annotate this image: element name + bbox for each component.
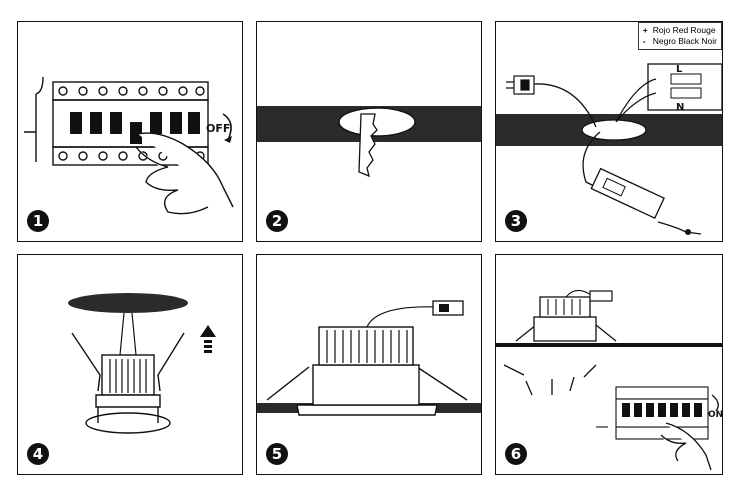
step-number-badge: 6 [505, 443, 527, 465]
cut-hole-illustration [257, 106, 481, 178]
step-3-panel: +Rojo Red Rouge -Negro Black Noir L N 3 [495, 21, 723, 242]
off-label: OFF [206, 122, 230, 135]
step-number-badge: 2 [266, 210, 288, 232]
up-arrow-icon [200, 325, 216, 353]
step-6-panel: ON 6 [495, 254, 723, 475]
ceiling-hole [338, 107, 416, 137]
legend-positive: +Rojo Red Rouge [642, 25, 716, 35]
spring-clip-illustration [68, 293, 216, 434]
downlight-trim [85, 412, 171, 434]
step-number-badge: 3 [505, 210, 527, 232]
step-number-badge: 4 [27, 443, 49, 465]
spring-clips [71, 332, 185, 392]
breaker-off-illustration: OFF [24, 76, 234, 215]
breaker-panel-on [596, 386, 709, 440]
power-on-illustration: ON [496, 289, 723, 471]
wiring-illustration: L N [496, 63, 722, 235]
legend-negative: -Negro Black Noir [642, 36, 717, 46]
step-4-panel: 4 [17, 254, 243, 475]
step-number-badge: 1 [27, 210, 49, 232]
downlight-body [533, 316, 597, 342]
terminal-block [647, 63, 722, 111]
on-label: ON [708, 410, 723, 420]
step-5-panel: 5 [256, 254, 482, 475]
connector-plug [506, 75, 535, 95]
step-2-panel: 2 [256, 21, 482, 242]
downlight-body [312, 364, 420, 406]
ceiling-disc [68, 293, 188, 313]
saw-blade-icon [358, 113, 378, 178]
ceiling-panel [496, 343, 722, 347]
hand-icon [660, 422, 712, 471]
step-number-badge: 5 [266, 443, 288, 465]
led-driver-box [589, 290, 613, 302]
light-rays [503, 364, 597, 396]
led-driver-box [590, 167, 665, 219]
insert-fixture-illustration [257, 300, 481, 416]
breaker-terminals-top [58, 86, 205, 96]
terminal-neutral-label: N [676, 102, 684, 113]
wire-color-legend: +Rojo Red Rouge -Negro Black Noir [637, 22, 722, 50]
hand-icon [135, 132, 234, 215]
downlight-trim [296, 404, 438, 416]
step-1-panel: OFF 1 [17, 21, 243, 242]
terminal-live-label: L [676, 64, 683, 75]
breaker-switches [70, 112, 200, 144]
